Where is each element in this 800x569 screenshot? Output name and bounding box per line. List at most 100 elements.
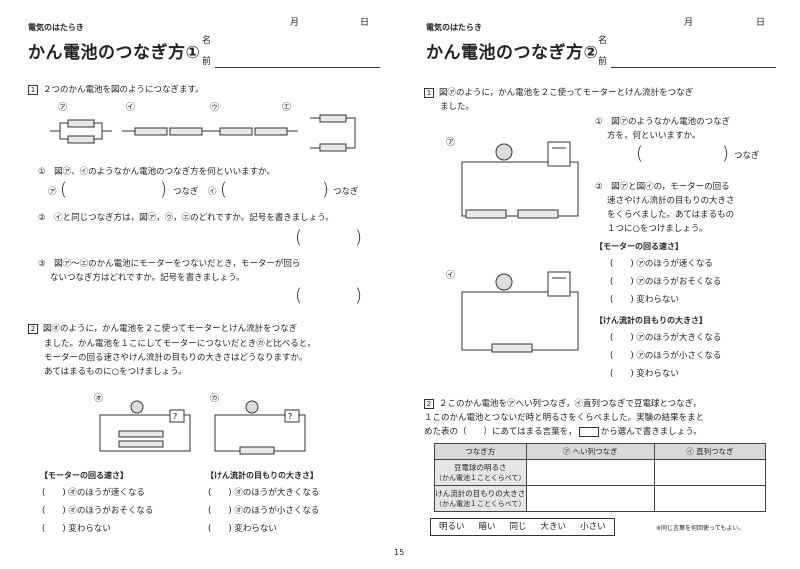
motor-option-2[interactable]: ( ) ㋔のほうがおそくなる — [42, 506, 154, 516]
word-option: 大きい — [540, 522, 567, 532]
motor-circuit-figure-o: ? — [99, 400, 191, 452]
motor-circuit-figure-a — [461, 141, 579, 219]
question-2-line1: 2 図㋔のように，かん電池を２こ使ってモーターとけん流計をつなぎ — [28, 322, 297, 336]
month-label: 月 — [290, 18, 300, 28]
motor-circuit-figure-ka: ? — [214, 400, 306, 455]
day-label: 日 — [756, 18, 766, 28]
option-text: ㋐のほうが大きくなる — [636, 333, 722, 343]
q1-sub2-line3: をくらべました。あてはまるもの — [607, 210, 735, 220]
motor-speed-heading: 【モーターの回る速さ】 — [595, 242, 683, 251]
answer-field-q1-2[interactable] — [302, 230, 352, 246]
option-text: ㋔のほうが速くなる — [68, 488, 145, 498]
question-number: 1 — [424, 87, 434, 98]
name-label-bottom: 前 — [202, 57, 212, 67]
row-label-sub: （かん電池１ことくらべて） — [435, 473, 526, 482]
table-row: けん流計の目もりの大きさ（かん電池１ことくらべて） — [434, 485, 767, 512]
name-field[interactable] — [215, 67, 380, 68]
fig-label-i: ㋑ — [126, 103, 136, 113]
option-text: 変わらない — [636, 295, 679, 305]
motor-circuit-figure-i — [461, 271, 579, 353]
category-label: 電気のはたらき — [426, 23, 482, 32]
answer-field-q1-1-a[interactable] — [68, 182, 158, 198]
fig-label-a: ㋐ — [446, 138, 456, 148]
battery-circuits-figure — [50, 114, 356, 152]
svg-text:?: ? — [288, 412, 292, 421]
note-text: ※同じ言葉を何回使ってもよい。 — [656, 525, 745, 532]
results-table: つなぎ方 ㋐ へい列つなぎ ㋑ 直列つなぎ 豆電球の明るさ（かん電池１ことくらべ… — [434, 443, 767, 512]
question-text: ２つのかん電池を図のようにつなぎます。 — [43, 85, 204, 95]
fig-label-a: ㋐ — [58, 103, 68, 113]
meter-option-3[interactable]: ( ) 変わらない — [610, 369, 679, 379]
meter-option-2[interactable]: ( ) ㋐のほうが小さくなる — [610, 351, 722, 361]
page-title: かん電池のつなぎ方② — [426, 43, 599, 63]
fig-label-ka: ㋕ — [210, 394, 220, 404]
question-2-line4: あてはまるものに○をつけましょう。 — [44, 367, 187, 377]
page-title: かん電池のつなぎ方① — [28, 43, 201, 63]
answer-field-r-q1-1[interactable] — [644, 146, 720, 162]
option-text: 変わらない — [68, 524, 111, 534]
question-number: 2 — [28, 323, 38, 334]
question-text: めた表の（ ）にあてはまる言葉を， — [424, 427, 577, 437]
question-text: 図㋔のように，かん電池を２こ使ってモーターとけん流計をつなぎ — [43, 324, 298, 334]
month-label: 月 — [684, 18, 694, 28]
q1-sub2-line4: １つに○をつけましょう。 — [607, 224, 708, 234]
motor-option-1[interactable]: ( ) ㋐のほうが速くなる — [610, 259, 713, 269]
question-text: ２このかん電池を㋐へい列つなぎ，㋑直列つなぎで豆電球とつなぎ， — [439, 399, 702, 409]
q1-sub2: ② ㋑と同じつなぎ方は，図㋐，㋒，㋓のどれですか。記号を書きましょう。 — [38, 213, 334, 223]
motor-option-1[interactable]: ( ) ㋔のほうが速くなる — [42, 488, 145, 498]
question-2-line2: ました。かん電池を１こにしてモーターにつないだとき㋕と比べると， — [44, 339, 316, 349]
motor-option-2[interactable]: ( ) ㋐のほうがおそくなる — [610, 277, 722, 287]
q1-sub1-label-a: ㋐ — [48, 187, 57, 197]
question-text: 図㋐のように，かん電池を２こ使ってモーターとけん流計をつなぎ — [439, 88, 694, 98]
answer-paren-close: ) — [322, 179, 330, 200]
answer-paren-open: ( — [295, 285, 303, 306]
answer-cell[interactable] — [525, 459, 655, 486]
option-text: ㋔のほうが大きくなる — [234, 488, 320, 498]
name-label-top: 名 — [202, 36, 212, 46]
q1-sub1-suffix-a: つなぎ — [173, 187, 199, 197]
word-option: 小さい — [580, 522, 606, 532]
question-1: 1 ２つのかん電池を図のようにつなぎます。 — [28, 83, 204, 97]
meter-option-2[interactable]: ( ) ㋔のほうが小さくなる — [208, 506, 320, 516]
meter-option-3[interactable]: ( ) 変わらない — [208, 524, 277, 534]
category-label: 電気のはたらき — [28, 23, 84, 32]
answer-cell[interactable] — [525, 485, 655, 512]
word-option: 同じ — [509, 522, 527, 532]
meter-size-heading: 【けん流計の目もりの大きさ】 — [595, 316, 707, 325]
word-option: 明るい — [439, 522, 465, 532]
option-text: ㋐のほうが速くなる — [636, 259, 713, 269]
row-label: 豆電球の明るさ（かん電池１ことくらべて） — [434, 459, 527, 486]
fig-label-o: ㋔ — [94, 394, 104, 404]
q1-sub2-line1: ② 図㋐と図㋑の，モーターの回る — [595, 182, 730, 192]
word-box-sample — [578, 426, 599, 437]
question-2-line2: １このかん電池とつないだ時と明るさをくらべました。実験の結果をまと — [424, 413, 705, 423]
option-text: ㋔のほうがおそくなる — [68, 506, 154, 516]
row-label-sub: （かん電池１ことくらべて） — [435, 499, 526, 508]
question-2-line3: めた表の（ ）にあてはまる言葉を，から選んで書きましょう。 — [424, 425, 702, 439]
answer-field-q1-3[interactable] — [302, 288, 352, 304]
motor-option-3[interactable]: ( ) 変わらない — [610, 295, 679, 305]
answer-cell[interactable] — [653, 459, 767, 486]
name-field[interactable] — [611, 67, 776, 68]
name-label-top: 名 — [598, 36, 608, 46]
answer-paren-open: ( — [295, 227, 303, 248]
svg-text:?: ? — [173, 412, 177, 421]
answer-field-q1-1-b[interactable] — [228, 182, 320, 198]
motor-option-3[interactable]: ( ) 変わらない — [42, 524, 111, 534]
motor-speed-heading: 【モーターの回る速さ】 — [40, 471, 128, 480]
row-label-text: 豆電球の明るさ — [454, 462, 507, 472]
word-option: 暗い — [478, 522, 496, 532]
meter-size-heading: 【けん流計の目もりの大きさ】 — [206, 471, 318, 480]
option-text: ㋐のほうが小さくなる — [636, 351, 722, 361]
day-label: 日 — [360, 18, 370, 28]
answer-cell[interactable] — [653, 485, 767, 512]
meter-option-1[interactable]: ( ) ㋔のほうが大きくなる — [208, 488, 320, 498]
row-label-text: けん流計の目もりの大きさ — [435, 488, 526, 498]
answer-paren-open: ( — [636, 143, 644, 164]
question-1-line1: 1 図㋐のように，かん電池を２こ使ってモーターとけん流計をつなぎ — [424, 86, 693, 100]
question-number: 2 — [424, 398, 434, 409]
q1-sub2-line2: 速さやけん流計の目もりの大きさ — [607, 196, 735, 206]
meter-option-1[interactable]: ( ) ㋐のほうが大きくなる — [610, 333, 722, 343]
fig-label-e: ㋓ — [282, 103, 292, 113]
question-number: 1 — [28, 84, 38, 95]
